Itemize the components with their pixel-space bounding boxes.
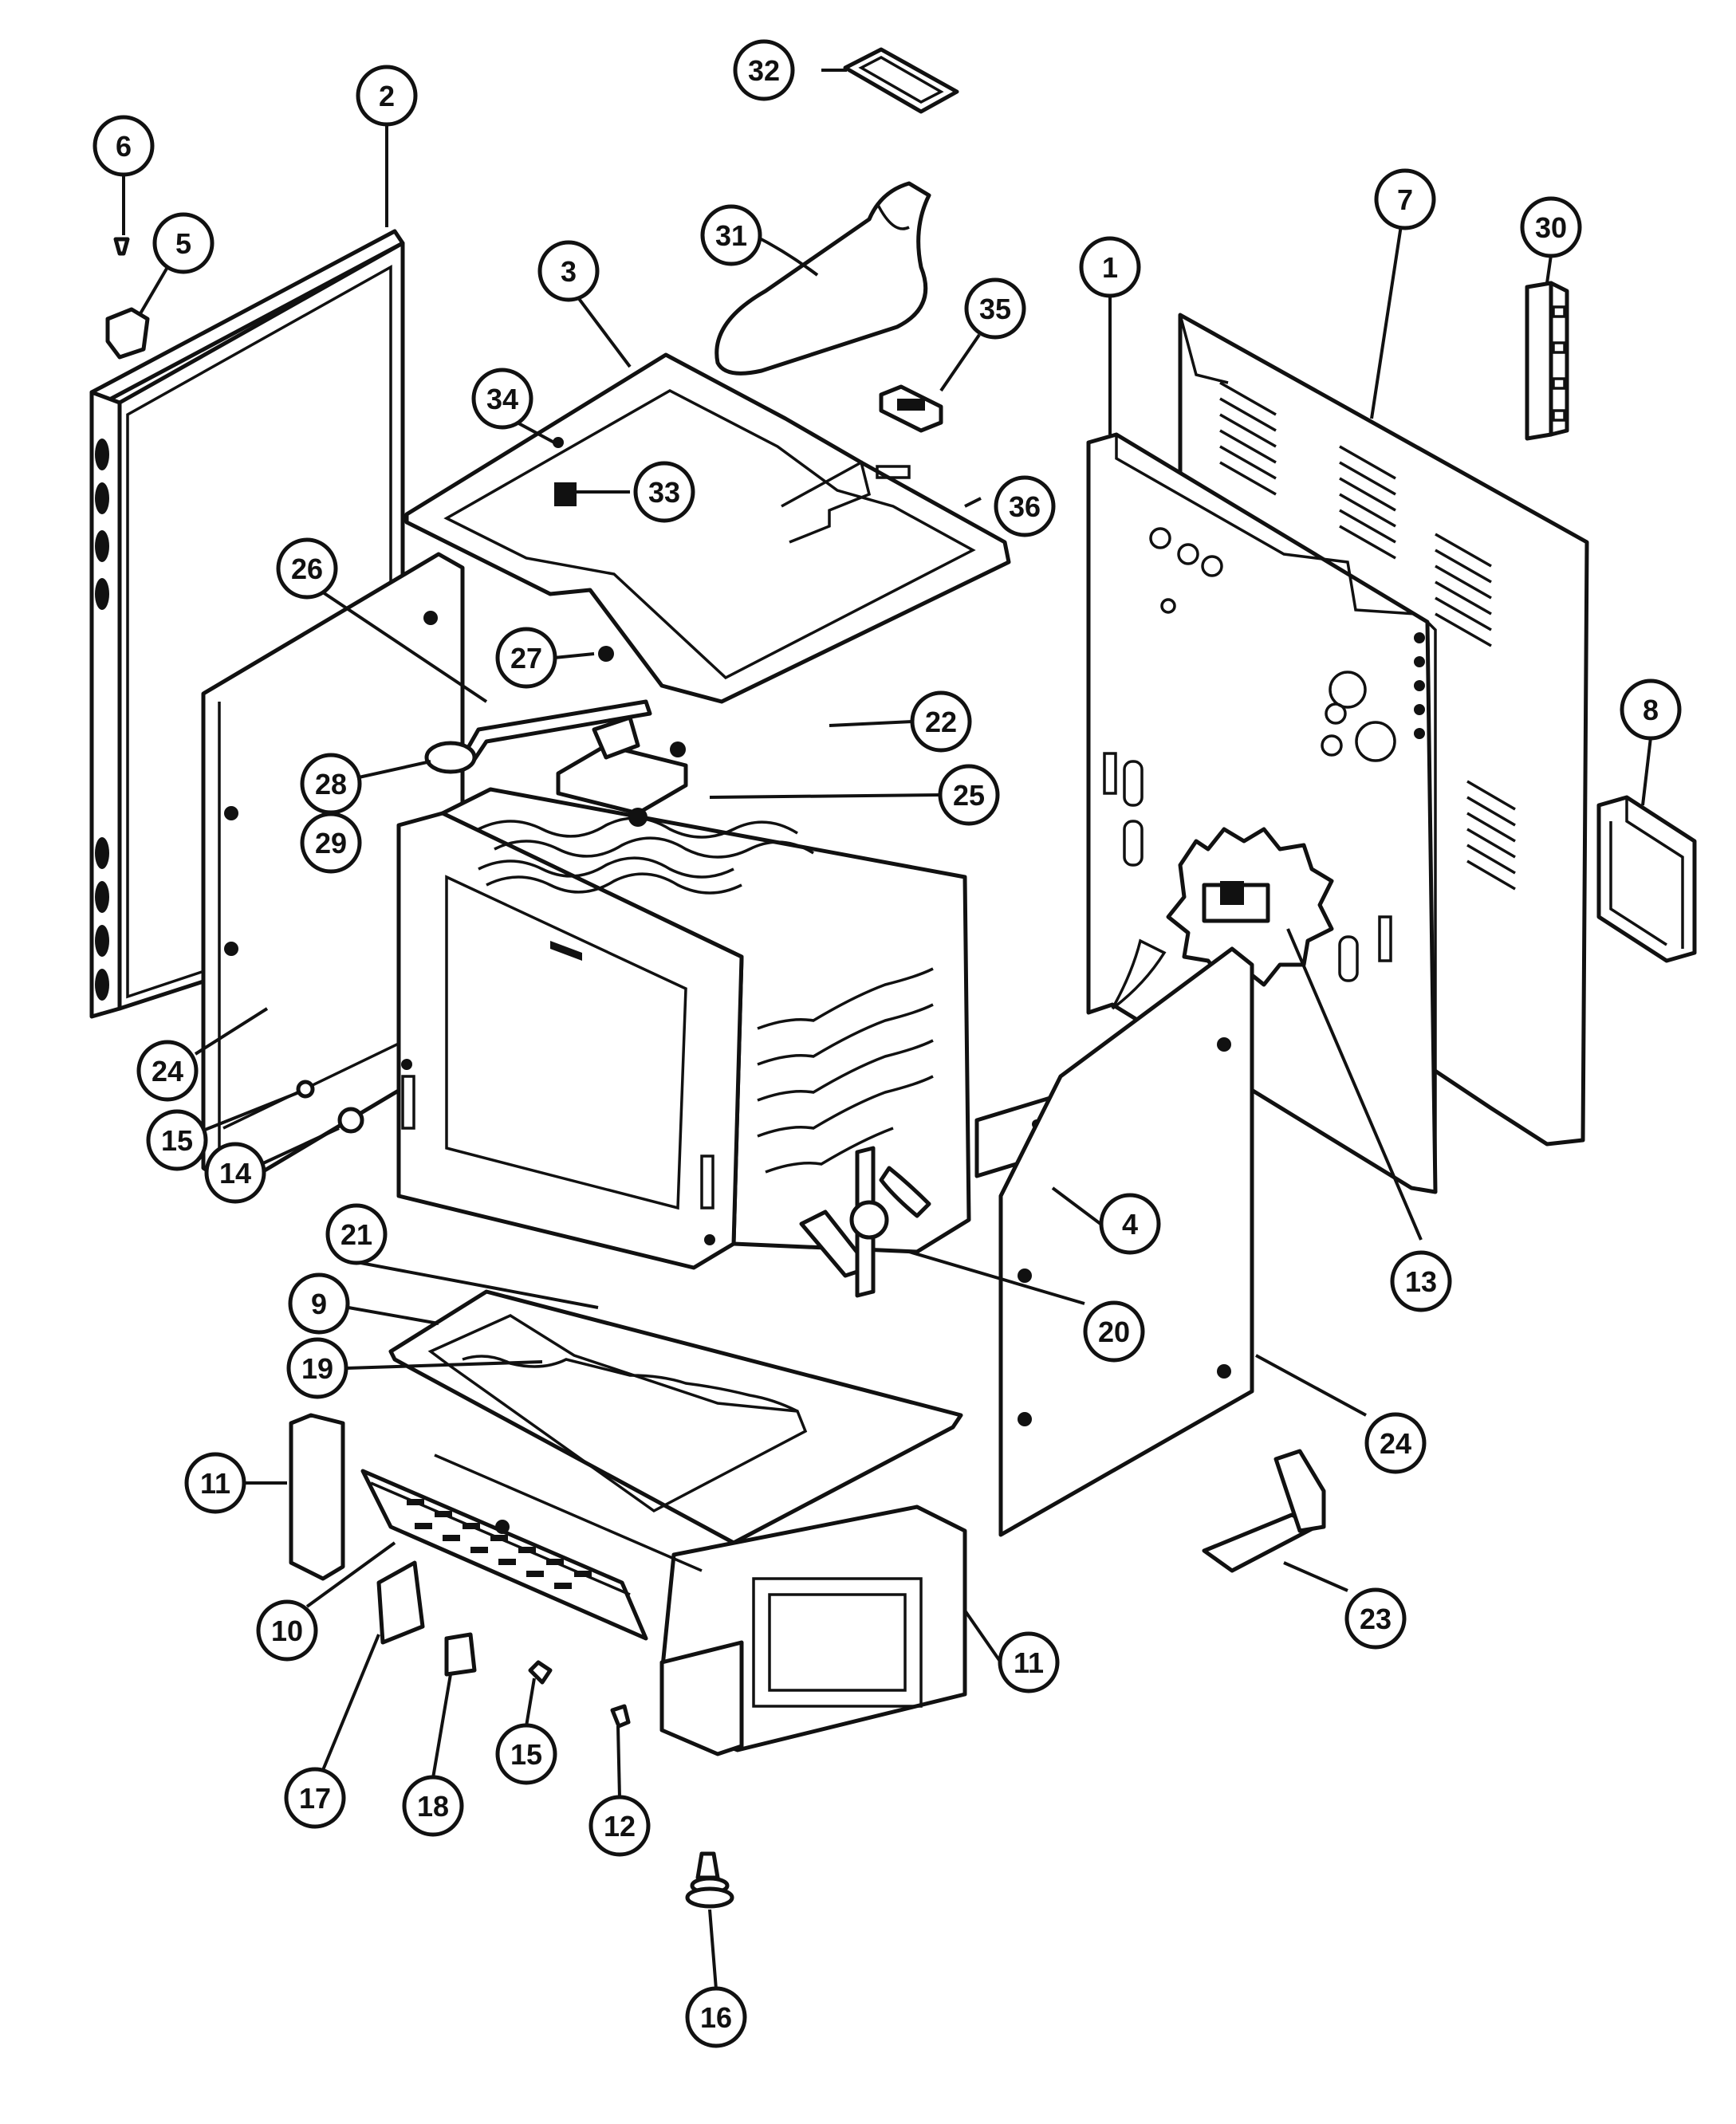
part-anti-tip-bracket	[1202, 1449, 1326, 1573]
callout-10-label: 10	[271, 1615, 303, 1647]
callout-31: 31	[700, 204, 762, 266]
callout-18: 18	[402, 1775, 464, 1837]
callout-20-label: 20	[1098, 1316, 1130, 1348]
part-clip	[105, 237, 150, 360]
callout-11-left: 11	[184, 1452, 246, 1514]
callout-11-right-label: 11	[1014, 1646, 1044, 1679]
callout-21: 21	[325, 1203, 388, 1265]
part-bracket	[1596, 795, 1697, 963]
callout-27-label: 27	[510, 642, 542, 675]
callout-15-lower: 15	[495, 1723, 557, 1785]
callout-24-left: 24	[136, 1040, 199, 1102]
callout-20: 20	[1083, 1300, 1145, 1363]
callout-23-label: 23	[1360, 1603, 1392, 1635]
callout-2: 2	[356, 65, 418, 127]
leader-lines	[122, 69, 1652, 1990]
callout-14-label: 14	[219, 1157, 251, 1190]
part-thermostat	[556, 715, 688, 827]
part-gasket-plate	[843, 47, 959, 114]
callout-8: 8	[1620, 678, 1682, 741]
part-oven-cavity	[396, 787, 971, 1270]
part-terminal-strip	[1525, 281, 1569, 441]
callout-1: 1	[1079, 236, 1141, 298]
callout-33: 33	[633, 461, 695, 523]
callout-26-label: 26	[291, 553, 323, 585]
callout-17: 17	[284, 1767, 346, 1829]
callout-25: 25	[938, 764, 1000, 826]
callout-19-label: 19	[301, 1352, 333, 1385]
callout-1-label: 1	[1102, 251, 1118, 284]
callout-9: 9	[288, 1272, 350, 1335]
callout-13-label: 13	[1405, 1265, 1437, 1298]
callout-34: 34	[471, 368, 533, 430]
callout-32: 32	[733, 39, 795, 101]
callout-6: 6	[93, 115, 155, 177]
callout-5-label: 5	[175, 227, 191, 260]
callout-25-label: 25	[953, 779, 985, 812]
callout-30-label: 30	[1535, 211, 1567, 244]
part-top-panel	[404, 352, 1011, 704]
callout-9-label: 9	[311, 1288, 327, 1320]
callout-24-left-label: 24	[152, 1055, 183, 1088]
callout-5: 5	[152, 212, 215, 274]
callout-16: 16	[685, 1986, 747, 2048]
part-duct	[714, 181, 931, 376]
callout-16-label: 16	[700, 2001, 732, 2034]
callout-3: 3	[537, 240, 600, 302]
part-bottom-panel	[388, 1289, 963, 1545]
part-hardware	[296, 1080, 734, 1909]
callout-12: 12	[589, 1795, 651, 1857]
callout-15-upper-label: 15	[161, 1124, 193, 1157]
callout-29: 29	[300, 812, 362, 874]
callout-15-lower-label: 15	[510, 1738, 542, 1771]
callout-7: 7	[1374, 168, 1436, 230]
callout-10: 10	[256, 1599, 318, 1662]
callout-31-label: 31	[715, 219, 747, 252]
callout-8-label: 8	[1643, 694, 1659, 726]
callout-3-label: 3	[561, 255, 577, 288]
callout-22-label: 22	[925, 706, 957, 738]
callout-11-left-label: 11	[200, 1467, 230, 1500]
part-small-bracket	[879, 384, 943, 433]
part-terminal-block	[1166, 827, 1334, 987]
callout-36-label: 36	[1009, 490, 1041, 523]
callout-26: 26	[276, 537, 338, 600]
callout-33-label: 33	[648, 476, 680, 509]
callout-34-label: 34	[486, 383, 518, 415]
callout-23: 23	[1344, 1587, 1407, 1650]
callout-27: 27	[495, 627, 557, 689]
callout-24-right-label: 24	[1380, 1427, 1411, 1460]
callout-30: 30	[1520, 196, 1582, 258]
part-base-frame	[289, 1413, 967, 1756]
callout-28-label: 28	[315, 768, 347, 800]
callout-7-label: 7	[1397, 183, 1413, 216]
part-sensor	[424, 646, 652, 774]
callout-29-label: 29	[315, 827, 347, 859]
callout-18-label: 18	[417, 1790, 449, 1823]
callout-15-upper: 15	[146, 1109, 208, 1171]
callout-13: 13	[1390, 1250, 1452, 1312]
callout-24-right: 24	[1364, 1412, 1427, 1474]
callout-4: 4	[1099, 1193, 1161, 1255]
callout-11-right: 11	[998, 1631, 1060, 1693]
callout-36: 36	[994, 475, 1056, 537]
part-hinge	[799, 1146, 931, 1298]
callout-4-label: 4	[1122, 1208, 1138, 1241]
callout-28: 28	[300, 753, 362, 815]
callout-17-label: 17	[299, 1782, 331, 1815]
callout-35-label: 35	[979, 293, 1011, 325]
callout-6-label: 6	[116, 130, 132, 163]
callout-21-label: 21	[341, 1218, 372, 1251]
callout-19: 19	[286, 1337, 348, 1399]
callout-12-label: 12	[604, 1810, 636, 1843]
callout-2-label: 2	[379, 80, 395, 112]
callout-35: 35	[964, 277, 1026, 340]
callout-22: 22	[910, 690, 972, 753]
callout-32-label: 32	[748, 54, 780, 87]
callout-14: 14	[204, 1142, 266, 1204]
